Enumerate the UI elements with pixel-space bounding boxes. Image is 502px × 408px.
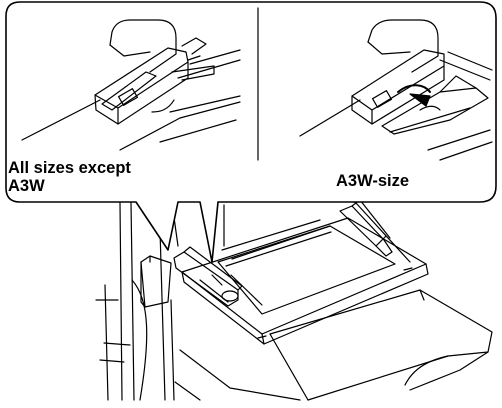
label-left-line2: A3W [8,177,45,195]
bypass-tray [174,200,428,344]
callout-bubble [6,2,496,262]
side-box [141,256,171,307]
callout-left-detail [22,20,240,150]
tray-extension [270,290,492,400]
label-left-line1: All sizes except [8,159,131,177]
callout-right-detail [300,20,492,160]
label-a3w-size: A3W-size [336,172,410,190]
label-all-sizes-except-a3w: All sizes except A3W [8,159,131,195]
